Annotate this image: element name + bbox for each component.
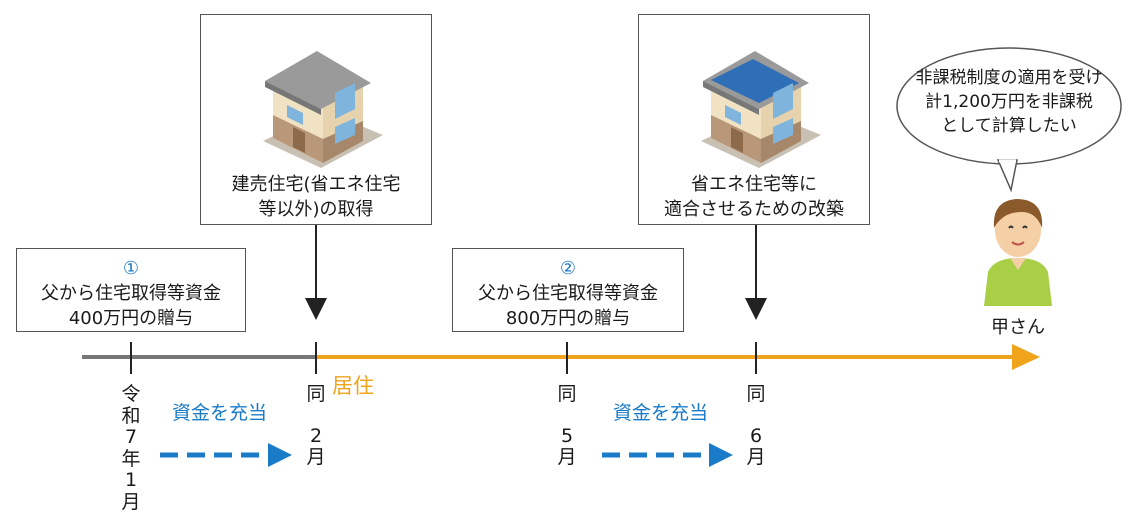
gift-box-1-line2: 400万円の贈与: [68, 308, 194, 329]
fund-arrow-2-head: [709, 443, 733, 467]
date-jan-c0: 令: [121, 383, 141, 405]
person-label: 甲さん: [991, 317, 1045, 338]
date-label-jan: 令 和 7 年 1 月: [116, 383, 146, 513]
date-jan-c1: 和: [121, 404, 141, 427]
gift-box-1-number: ①: [122, 258, 140, 279]
fund-label-1: 資金を充当: [172, 402, 268, 424]
date-jan-c2: 7: [124, 426, 138, 448]
house-box-2-line1: 省エネ住宅等に: [691, 174, 817, 195]
house-box-1-line1: 建売住宅(省エネ住宅: [231, 174, 401, 195]
date-jun-c3: 月: [746, 446, 766, 468]
gift-box-1: ① 父から住宅取得等資金 400万円の贈与: [16, 248, 246, 332]
date-label-feb: 同 2 月: [301, 384, 331, 468]
date-jun-c2: 6: [749, 425, 763, 447]
date-jan-c3: 年: [121, 447, 141, 470]
person-icon: [984, 199, 1052, 306]
date-label-may: 同 5 月: [552, 384, 582, 468]
gift-box-2-number: ②: [559, 258, 577, 279]
date-jan-c4: 1: [124, 469, 138, 491]
fund-arrow-1-head: [268, 443, 292, 467]
date-feb-c2: 2: [309, 425, 323, 447]
solar-house-illustration: [701, 51, 821, 168]
gift-box-2-line2: 800万円の贈与: [505, 308, 631, 329]
house-box-2-line2: 適合させるための改築: [664, 199, 844, 220]
date-may-c0: 同: [557, 383, 577, 405]
speech-line2: 計1,200万円を非課税: [925, 92, 1093, 112]
residence-label: 居住: [332, 374, 374, 398]
date-jun-c0: 同: [746, 383, 766, 405]
date-may-c2: 5: [560, 425, 574, 447]
house-box-acquisition: 建売住宅(省エネ住宅 等以外)の取得: [200, 14, 432, 225]
date-feb-c0: 同: [306, 383, 326, 405]
date-jun-gap: [741, 405, 771, 426]
speech-line3: として計算したい: [941, 116, 1077, 136]
down-arrow-2-head: [745, 298, 767, 320]
date-feb-c3: 月: [306, 446, 326, 468]
date-may-gap: [552, 405, 582, 426]
speech-bubble: [896, 47, 1122, 193]
date-feb-gap: [301, 405, 331, 426]
speech-line1: 非課税制度の適用を受け: [915, 68, 1103, 88]
gift-box-2: ② 父から住宅取得等資金 800万円の贈与: [452, 248, 684, 332]
house-box-renovation: 省エネ住宅等に 適合させるための改築: [638, 14, 870, 225]
date-jan-c5: 月: [121, 490, 141, 513]
fund-label-2: 資金を充当: [613, 402, 709, 424]
gift-box-1-line1: 父から住宅取得等資金: [41, 283, 221, 304]
date-may-c3: 月: [557, 446, 577, 468]
gift-box-2-line1: 父から住宅取得等資金: [478, 283, 658, 304]
timeline-arrowhead: [1012, 344, 1040, 370]
date-label-jun: 同 6 月: [741, 384, 771, 468]
house-box-1-line2: 等以外)の取得: [258, 199, 374, 220]
down-arrow-1-head: [305, 298, 327, 320]
house-illustration: [263, 51, 383, 168]
